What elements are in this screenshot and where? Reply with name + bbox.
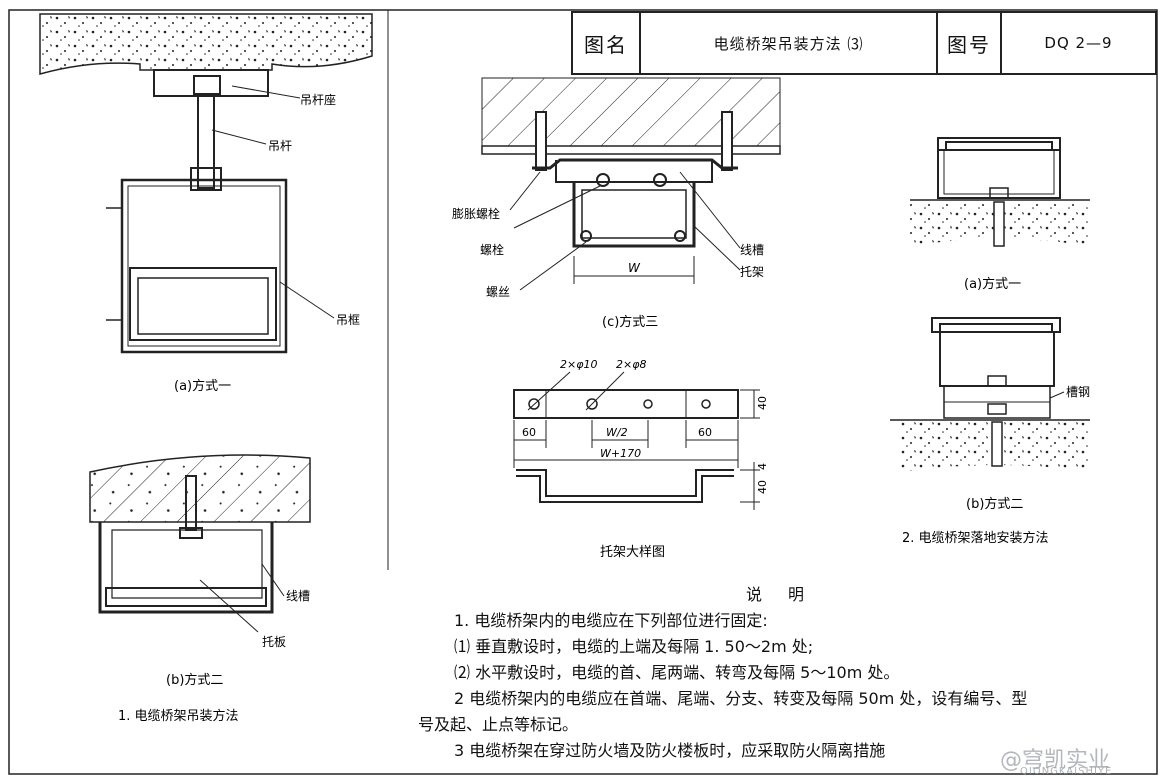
note-line-4: 2 电缆桥架内的电缆应在首端、尾端、分支、转变及每隔 50m 处，设有编号、型 xyxy=(454,689,1028,708)
bracket-detail-drawing xyxy=(513,371,760,510)
label-bracket: 托架 xyxy=(740,265,764,279)
dim-total-length: W+170 xyxy=(600,447,641,460)
bracket-detail-caption: 托架大样图 xyxy=(600,545,665,560)
watermark: @穹凯实业 xyxy=(1000,748,1111,773)
floor-install-a xyxy=(910,137,1090,247)
dim-60-left: 60 xyxy=(522,426,536,439)
label-trough-c: 线槽 xyxy=(740,243,764,257)
left-section-caption: 1. 电缆桥架吊装方法 xyxy=(118,708,239,724)
sheet-border xyxy=(8,9,1158,775)
dim-60-right: 60 xyxy=(698,426,712,439)
label-expansion-bolt: 膨胀螺栓 xyxy=(452,206,500,221)
fig-a-caption: (a)方式一 xyxy=(174,378,231,394)
title-number-value: DQ 2—9 xyxy=(1044,34,1113,52)
title-number-label: 图号 xyxy=(947,32,991,57)
label-tray: 托板 xyxy=(262,635,286,649)
dim-w: W xyxy=(628,261,641,275)
dim-w-half: W/2 xyxy=(606,426,628,439)
label-channel-steel: 槽钢 xyxy=(1066,385,1090,399)
right-section-caption: 2. 电缆桥架落地安装方法 xyxy=(902,530,1049,546)
label-bolt: 螺栓 xyxy=(480,242,504,257)
fig-b-suspension xyxy=(89,454,311,633)
title-name-label: 图名 xyxy=(584,32,628,57)
label-frame: 吊框 xyxy=(336,313,360,327)
right-fig-b-caption: (b)方式二 xyxy=(966,496,1023,512)
dim-40-bottom: 40 xyxy=(756,480,769,494)
note-line-2: ⑴ 垂直敷设时，电缆的上端及每隔 1. 50～2m 处; xyxy=(454,637,814,656)
label-thread: 螺丝 xyxy=(486,285,510,299)
right-fig-a-caption: (a)方式一 xyxy=(964,276,1021,292)
label-rod-seat: 吊杆座 xyxy=(300,92,336,107)
note-line-6: 3 电缆桥架在穿过防火墙及防火楼板时，应采取防火隔离措施 xyxy=(454,741,886,760)
dim-hole-10: 2×φ10 xyxy=(560,358,597,371)
fig-b-caption: (b)方式二 xyxy=(166,672,223,688)
title-name-value: 电缆桥架吊装方法 ⑶ xyxy=(713,34,864,53)
label-trough-left: 线槽 xyxy=(286,589,310,603)
title-block xyxy=(571,11,1157,75)
label-rod: 吊杆 xyxy=(268,139,292,153)
dim-40-top: 40 xyxy=(756,396,769,410)
floor-install-b xyxy=(890,317,1090,472)
note-line-1: 1. 电缆桥架内的电缆应在下列部位进行固定: xyxy=(454,611,768,630)
note-line-3: ⑵ 水平敷设时，电缆的首、尾两端、转弯及每隔 5～10m 处。 xyxy=(454,663,900,682)
dim-4: 4 xyxy=(756,463,769,470)
watermark-sub: QIONGKAISHIYE xyxy=(1020,766,1113,777)
fig-c-caption: (c)方式三 xyxy=(602,314,658,330)
fig-c-suspension xyxy=(481,77,781,291)
dim-hole-8: 2×φ8 xyxy=(616,358,646,371)
notes-heading: 说明 xyxy=(746,585,831,604)
note-line-5: 号及起、止点等标记。 xyxy=(418,715,579,734)
fig-a-suspension xyxy=(39,13,373,354)
